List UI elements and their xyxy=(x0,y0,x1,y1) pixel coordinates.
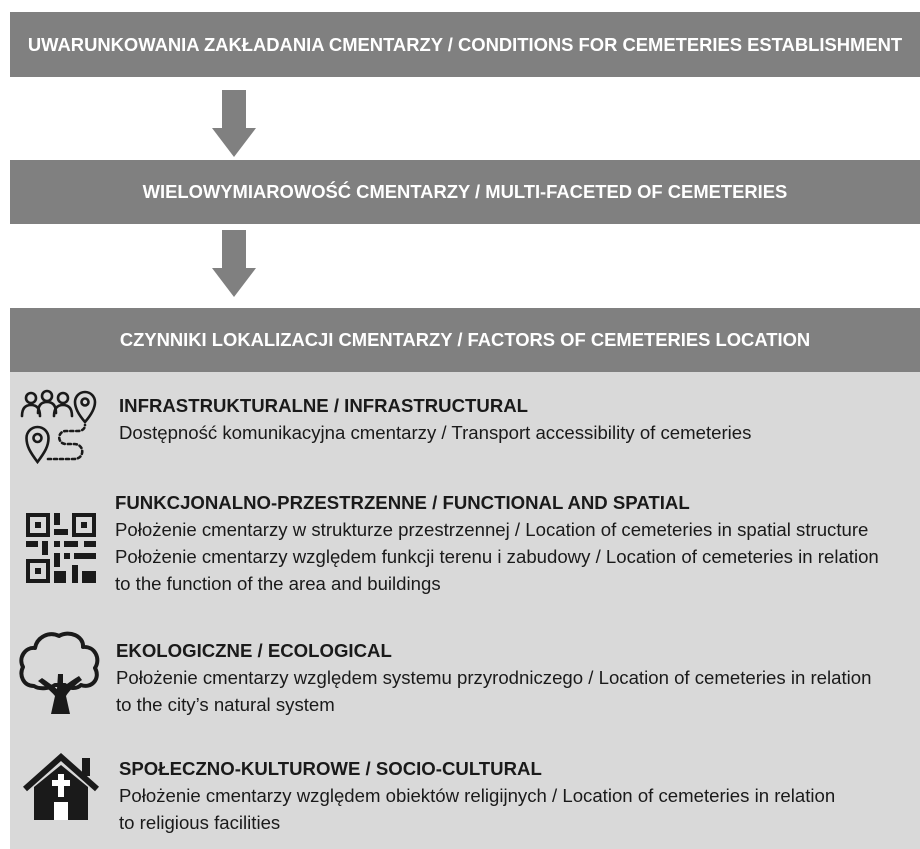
header-location-factors-text: CZYNNIKI LOKALIZACJI CMENTARZY / FACTORS… xyxy=(119,329,811,350)
factor-socio-cultural: SPOŁECZNO-KULTUROWE / SOCIO-CULTURAL Poł… xyxy=(119,755,835,836)
tree-icon xyxy=(19,631,100,714)
header-conditions: UWARUNKOWANIA ZAKŁADANIA CMENTARZY / CON… xyxy=(10,12,920,77)
factor-title: SPOŁECZNO-KULTUROWE / SOCIO-CULTURAL xyxy=(119,758,542,779)
people-route-pins-icon xyxy=(20,389,97,465)
qr-code-icon xyxy=(26,513,96,583)
factor-description: to the city’s natural system xyxy=(116,694,335,715)
header-multifaceted: WIELOWYMIAROWOŚĆ CMENTARZY / MULTI-FACET… xyxy=(10,160,920,224)
factor-description: to the function of the area and building… xyxy=(115,573,441,594)
down-arrow-icon xyxy=(212,230,256,297)
factors-panel xyxy=(10,372,920,849)
factor-description: Dostępność komunikacyjna cmentarzy / Tra… xyxy=(119,422,752,443)
church-icon xyxy=(23,752,99,820)
factor-description: Położenie cmentarzy względem obiektów re… xyxy=(119,785,836,806)
factor-title: INFRASTRUKTURALNE / INFRASTRUCTURAL xyxy=(119,395,529,416)
header-conditions-text: UWARUNKOWANIA ZAKŁADANIA CMENTARZY / CON… xyxy=(27,33,903,55)
factor-title: EKOLOGICZNE / ECOLOGICAL xyxy=(116,640,392,661)
down-arrow-icon xyxy=(212,90,256,157)
header-multifaceted-text: WIELOWYMIAROWOŚĆ CMENTARZY / MULTI-FACET… xyxy=(142,181,788,202)
factor-functional-spatial: FUNKCJONALNO-PRZESTRZENNE / FUNCTIONAL A… xyxy=(115,489,879,597)
factor-description: to religious facilities xyxy=(119,812,281,833)
factor-description: Położenie cmentarzy w strukturze przestr… xyxy=(115,519,869,540)
factor-description: Położenie cmentarzy względem systemu prz… xyxy=(116,667,872,688)
factor-infrastructural: INFRASTRUKTURALNE / INFRASTRUCTURAL Dost… xyxy=(119,392,751,446)
factor-ecological: EKOLOGICZNE / ECOLOGICAL Położenie cment… xyxy=(116,637,871,718)
factor-description: Położenie cmentarzy względem funkcji ter… xyxy=(115,546,879,567)
header-location-factors: CZYNNIKI LOKALIZACJI CMENTARZY / FACTORS… xyxy=(10,308,920,372)
factor-title: FUNKCJONALNO-PRZESTRZENNE / FUNCTIONAL A… xyxy=(115,492,690,513)
